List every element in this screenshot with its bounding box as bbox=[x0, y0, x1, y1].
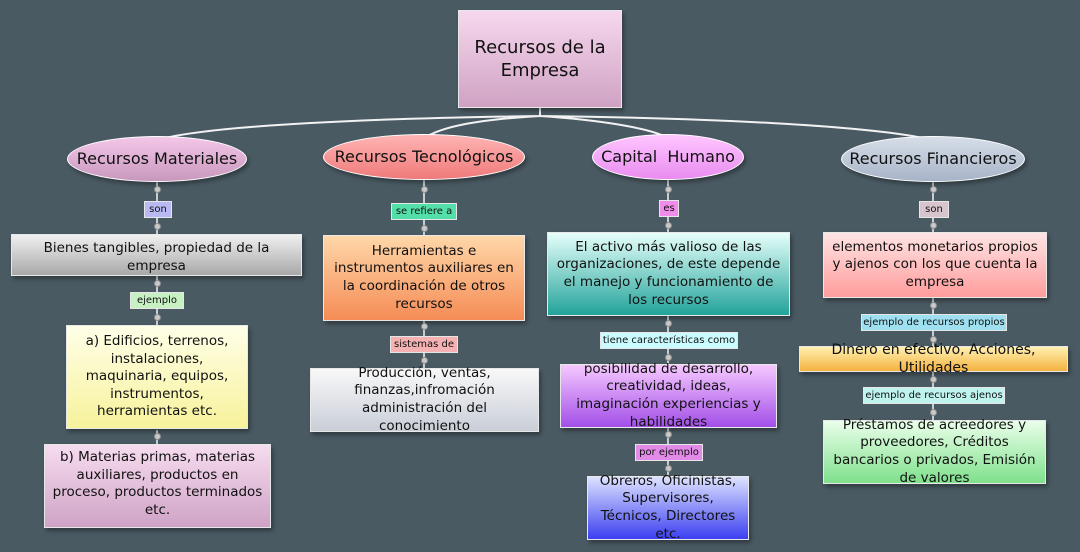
connector-dot bbox=[421, 186, 428, 193]
connector-dot bbox=[154, 186, 161, 193]
connector-dot bbox=[154, 280, 161, 287]
connector-dot bbox=[154, 314, 161, 321]
link-label: es bbox=[659, 200, 679, 217]
connector-dot bbox=[665, 354, 672, 361]
node-materias-primas[interactable]: b) Materias primas, materias auxiliares,… bbox=[44, 444, 271, 528]
node-prestamos[interactable]: Préstamos de acreedores y proveedores, C… bbox=[823, 416, 1046, 486]
node-dinero-efectivo[interactable]: Dinero en efectivo, Acciones, Utilidades bbox=[799, 342, 1068, 376]
node-bienes-tangibles[interactable]: Bienes tangibles, propiedad de la empres… bbox=[11, 234, 302, 276]
branch-title: Recursos Materiales bbox=[76, 148, 238, 168]
connector-dot bbox=[421, 225, 428, 232]
link-label-text: es bbox=[663, 203, 675, 214]
link-label: ejemplo bbox=[130, 292, 184, 309]
node-text: Préstamos de acreedores y proveedores, C… bbox=[833, 416, 1036, 486]
link-label-text: ejemplo bbox=[136, 295, 178, 306]
node-text: Producción, ventas, finanzas,infromación… bbox=[354, 364, 495, 434]
connector-dot bbox=[930, 222, 937, 229]
node-text: Dinero en efectivo, Acciones, Utilidades bbox=[831, 341, 1036, 376]
connector-dot bbox=[930, 409, 937, 416]
node-produccion[interactable]: Producción, ventas, finanzas,infromación… bbox=[310, 364, 539, 434]
root-title: Recursos de la Empresa bbox=[474, 36, 606, 81]
connector-dot bbox=[930, 376, 937, 383]
connector-dot bbox=[930, 336, 937, 343]
connector-dot bbox=[930, 302, 937, 309]
link-label: por ejemplo bbox=[635, 444, 703, 461]
node-text: Herramientas e instrumentos auxiliares e… bbox=[334, 242, 514, 312]
connector-dot bbox=[154, 433, 161, 440]
link-label-text: sistemas de bbox=[393, 339, 455, 350]
node-herramientas[interactable]: Herramientas e instrumentos auxiliares e… bbox=[323, 235, 525, 321]
branch-title: Capital Humano bbox=[601, 146, 735, 166]
node-text: El activo más valioso de las organizacio… bbox=[556, 238, 781, 308]
link-label-text: se refiere a bbox=[395, 206, 453, 217]
link-label-text: ejemplo de recursos ajenos bbox=[865, 390, 1003, 401]
node-posibilidad-desarrollo[interactable]: posibilidad de desarrollo, creatividad, … bbox=[560, 360, 777, 430]
link-label: sistemas de bbox=[390, 336, 458, 353]
node-text: elementos monetarios propios y ajenos co… bbox=[832, 238, 1038, 290]
node-text: Obreros, Oficinistas, Supervisores, Técn… bbox=[599, 472, 737, 542]
node-obreros[interactable]: Obreros, Oficinistas, Supervisores, Técn… bbox=[587, 472, 749, 542]
connector-dot bbox=[665, 186, 672, 193]
link-label-text: son bbox=[925, 204, 943, 215]
node-activo-valioso[interactable]: El activo más valioso de las organizacio… bbox=[547, 232, 790, 316]
link-label-text: ejemplo de recursos propios bbox=[863, 317, 1005, 328]
branch-title: Recursos Financieros bbox=[849, 148, 1017, 168]
connector-dot bbox=[665, 222, 672, 229]
branch-capital-humano[interactable]: Capital Humano bbox=[592, 134, 744, 180]
node-text: b) Materias primas, materias auxiliares,… bbox=[52, 449, 263, 518]
node-text: a) Edificios, terrenos, instalaciones, m… bbox=[85, 333, 229, 420]
node-edificios[interactable]: a) Edificios, terrenos, instalaciones, m… bbox=[66, 325, 248, 429]
link-label-text: tiene características como bbox=[602, 335, 736, 346]
link-label-text: son bbox=[149, 204, 167, 215]
node-elementos-monetarios[interactable]: elementos monetarios propios y ajenos co… bbox=[823, 232, 1047, 298]
connector-dot bbox=[930, 186, 937, 193]
connector-dot bbox=[665, 320, 672, 327]
connector-dot bbox=[665, 431, 672, 438]
link-label: son bbox=[144, 201, 172, 218]
connector-dot bbox=[665, 465, 672, 472]
branch-recursos-tecnologicos[interactable]: Recursos Tecnológicos bbox=[323, 134, 525, 180]
branch-recursos-financieros[interactable]: Recursos Financieros bbox=[841, 136, 1025, 182]
link-label-text: por ejemplo bbox=[639, 447, 699, 458]
connector-dot bbox=[154, 223, 161, 230]
branch-recursos-materiales[interactable]: Recursos Materiales bbox=[67, 136, 247, 182]
link-label: se refiere a bbox=[391, 203, 457, 220]
connector-dot bbox=[421, 357, 428, 364]
link-label: son bbox=[919, 201, 949, 218]
node-text: Bienes tangibles, propiedad de la empres… bbox=[43, 240, 270, 274]
link-label: ejemplo de recursos propios bbox=[861, 314, 1007, 331]
connector-dot bbox=[421, 323, 428, 330]
node-text: posibilidad de desarrollo, creatividad, … bbox=[576, 360, 761, 430]
root-node[interactable]: Recursos de la Empresa bbox=[458, 10, 622, 108]
branch-title: Recursos Tecnológicos bbox=[334, 146, 514, 166]
link-label: ejemplo de recursos ajenos bbox=[863, 387, 1005, 404]
link-label: tiene características como bbox=[600, 332, 738, 349]
